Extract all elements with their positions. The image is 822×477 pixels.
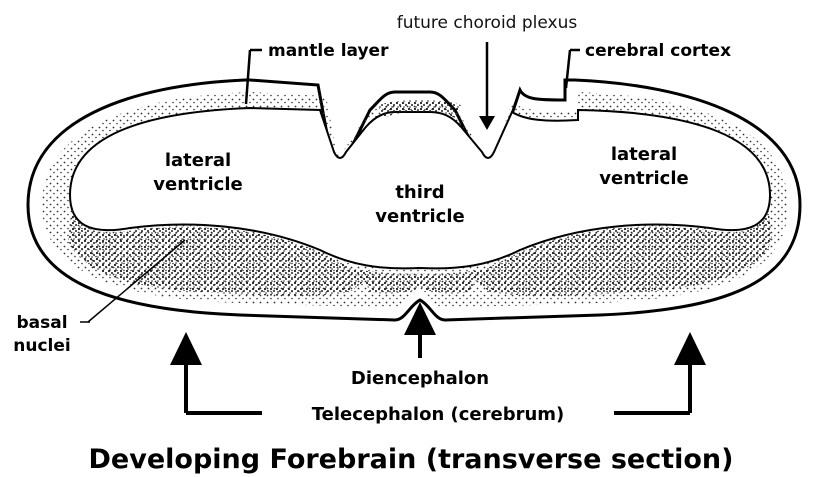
label-basal-nuclei-1: basal — [16, 313, 67, 333]
label-telencephalon: Telecephalon (cerebrum) — [312, 404, 565, 425]
label-future-choroid-plexus: future choroid plexus — [397, 13, 578, 33]
label-third-ventricle-1: third — [395, 182, 444, 203]
label-lateral-ventricle-right-1: lateral — [611, 144, 677, 165]
diagram-title: Developing Forebrain (transverse section… — [89, 444, 734, 475]
label-cerebral-cortex: cerebral cortex — [585, 41, 731, 61]
label-diencephalon: Diencephalon — [351, 368, 489, 389]
label-lateral-ventricle-left-1: lateral — [165, 150, 231, 171]
tel-arrow-right-head — [674, 332, 706, 365]
choroid-arrow-head — [479, 116, 495, 130]
label-mantle-layer: mantle layer — [268, 41, 389, 61]
label-lateral-ventricle-right-2: ventricle — [599, 168, 688, 189]
label-basal-nuclei-2: nuclei — [13, 336, 70, 356]
tel-arrow-left-head — [170, 332, 202, 365]
label-third-ventricle-2: ventricle — [375, 206, 464, 227]
label-lateral-ventricle-left-2: ventricle — [153, 174, 242, 195]
